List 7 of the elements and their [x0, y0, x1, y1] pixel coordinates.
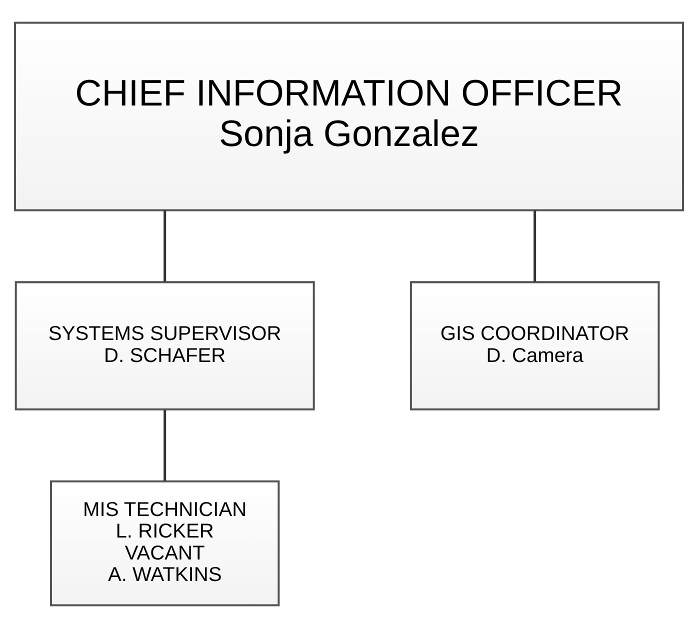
connector — [534, 210, 536, 282]
node-box: MIS TECHNICIAN L. RICKER VACANT A. WATKINS — [50, 480, 280, 606]
node-box: CHIEF INFORMATION OFFICER Sonja Gonzalez — [14, 22, 684, 212]
node-box: GIS COORDINATOR D. Camera — [410, 281, 660, 410]
node-box: SYSTEMS SUPERVISOR D. SCHAFER — [14, 281, 315, 410]
connector — [164, 410, 166, 481]
connector — [164, 210, 166, 282]
